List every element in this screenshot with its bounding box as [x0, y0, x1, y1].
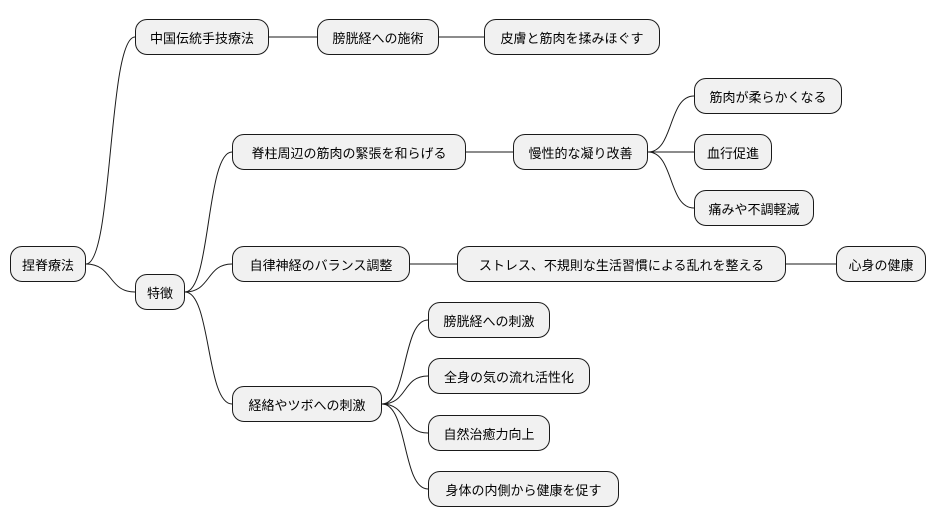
- node-inner-health: 身体の内側から健康を促す: [428, 471, 619, 507]
- link-features-f1: [184, 151, 233, 293]
- node-pain-relief: 痛みや不調軽減: [694, 190, 814, 226]
- node-features: 特徴: [135, 274, 185, 310]
- link-root-tradition: [85, 36, 136, 265]
- link-chronic-e3: [647, 151, 695, 209]
- node-tradition: 中国伝統手技療法: [135, 19, 269, 55]
- node-natural-healing: 自然治癒力向上: [428, 415, 550, 451]
- link-f3-e3: [381, 403, 429, 434]
- link-f3-e2: [381, 375, 429, 405]
- node-feature-meridian: 経絡やツボへの刺激: [232, 386, 382, 422]
- node-blood-flow: 血行促進: [694, 134, 772, 170]
- node-qi-flow: 全身の気の流れ活性化: [428, 358, 590, 394]
- node-bladder-treatment: 膀胱経への施術: [317, 19, 439, 55]
- node-root: 捏脊療法: [10, 246, 86, 282]
- node-chronic-stiffness: 慢性的な凝り改善: [513, 134, 648, 170]
- link-root-features: [85, 263, 136, 293]
- node-muscle-soften: 筋肉が柔らかくなる: [694, 78, 842, 114]
- link-features-f3: [184, 291, 233, 405]
- node-feature-autonomic: 自律神経のバランス調整: [232, 246, 410, 282]
- node-stress-lifestyle: ストレス、不規則な生活習慣による乱れを整える: [457, 246, 786, 282]
- node-bladder-stimulation: 膀胱経への刺激: [428, 302, 550, 338]
- node-mind-body-health: 心身の健康: [836, 246, 926, 282]
- link-features-f2: [184, 263, 233, 293]
- node-knead-skin: 皮膚と筋肉を揉みほぐす: [484, 19, 660, 55]
- link-f3-e1: [381, 319, 429, 405]
- link-chronic-e1: [647, 95, 695, 153]
- node-feature-muscle-tension: 脊柱周辺の筋肉の緊張を和らげる: [232, 134, 466, 170]
- link-f3-e4: [381, 403, 429, 490]
